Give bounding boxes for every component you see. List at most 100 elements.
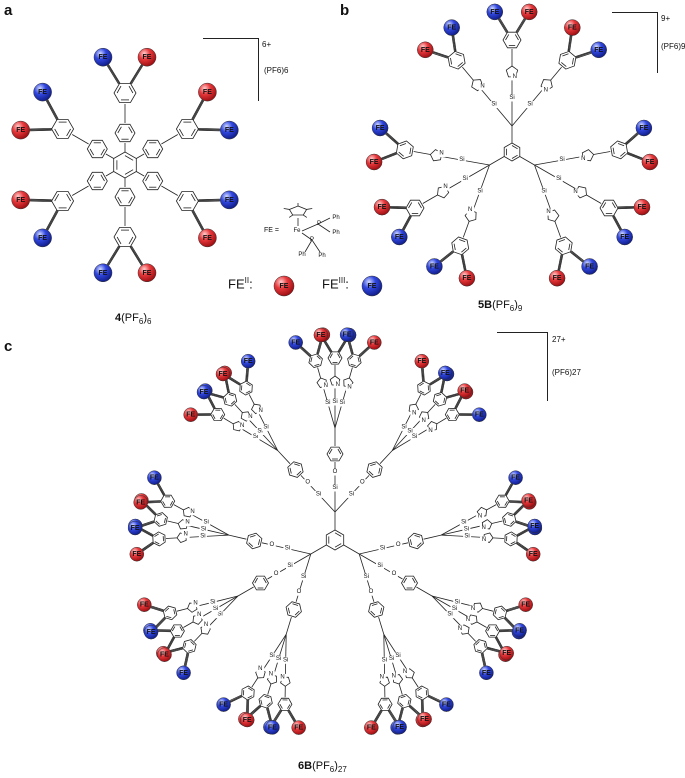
sphere-label: FE [460, 388, 469, 395]
si-label-mask [508, 94, 516, 102]
aromatic-bond [409, 539, 412, 545]
n-label: N [466, 617, 470, 623]
panel-letter-b: b [340, 2, 350, 19]
sphere-body [11, 190, 30, 210]
sphere-body [426, 258, 443, 275]
aromatic-bond [611, 202, 616, 209]
aromatic-bond [558, 239, 566, 243]
alkyne-bond [558, 254, 563, 271]
si-label: Si [276, 656, 281, 662]
fe-ii-sphere: FE [417, 711, 432, 727]
sphere-label: FE [219, 371, 228, 378]
fe-iii-sphere: FE [196, 384, 212, 400]
sphere-label: FE [594, 47, 603, 54]
alkyne-bond [229, 695, 242, 702]
aromatic-bond [316, 355, 321, 360]
alkyl-chain [465, 164, 490, 180]
alkyne-bond [184, 653, 189, 666]
aromatic-bond [398, 151, 404, 157]
alkyne-bond [339, 341, 347, 353]
benzene-ring [397, 693, 412, 709]
aromatic-bond [337, 448, 342, 455]
p-atom-label: P [317, 221, 321, 227]
alkyne-bond [428, 694, 441, 702]
n-label-mask [238, 422, 247, 430]
charge-b: 9+ [661, 14, 671, 23]
benzene-ring [162, 605, 178, 621]
si-label: Si [452, 606, 457, 612]
o-label-mask [267, 541, 276, 549]
aromatic-bond [155, 148, 161, 156]
alkyne-bond [517, 541, 529, 550]
si-label-mask [463, 533, 472, 540]
alkyne-bond [517, 18, 527, 34]
si-label: Si [389, 656, 394, 662]
si-label-mask [216, 611, 224, 619]
linker-bond [593, 151, 611, 155]
sphere-body [93, 47, 113, 67]
benzene-ring [113, 83, 137, 103]
alkyl-chain [383, 634, 385, 661]
aromatic-bond [329, 353, 333, 359]
ph-label: Ph [332, 230, 339, 236]
si-label-mask [540, 187, 548, 195]
aromatic-bond [337, 353, 341, 359]
ph-label: Ph [298, 252, 305, 258]
aromatic-bond [54, 193, 60, 202]
alkyne-bond [129, 64, 142, 84]
phenyl-ring-a [114, 187, 136, 207]
sphere-body [220, 190, 239, 210]
sphere-body [129, 546, 145, 562]
benzene-ring [558, 50, 577, 70]
sphere-label: FE [511, 475, 520, 482]
alkyne-bond [183, 652, 188, 666]
alkyne-bond [131, 65, 144, 85]
aromatic-bond [100, 148, 105, 156]
n-label: N [269, 672, 273, 678]
n-label-mask [333, 381, 342, 389]
alkyne-bond [497, 18, 507, 34]
counterion-b: (PF6)9 [661, 42, 685, 51]
n-label: N [193, 601, 197, 607]
aromatic-bond [128, 85, 134, 94]
sphere-body [176, 665, 191, 681]
sphere-body [391, 228, 408, 246]
aromatic-bond [408, 202, 413, 209]
n-label-mask [437, 150, 446, 158]
alkyne-bond [570, 251, 584, 263]
sphere-body [288, 335, 303, 350]
benzene-ring [169, 624, 185, 638]
aromatic-bond [247, 695, 253, 699]
aromatic-bond [171, 626, 176, 632]
aromatic-bond [116, 236, 122, 245]
fe-ii-sphere: FE [137, 263, 157, 283]
fe-ii-sphere: FE [239, 712, 255, 728]
sphere-body [590, 41, 607, 59]
aromatic-bond [334, 532, 342, 537]
alkyne-bond [461, 254, 466, 271]
alkyne-bond [439, 250, 453, 262]
aromatic-bond [498, 616, 504, 619]
sphere-label: FE [638, 204, 647, 211]
linker-bond [491, 520, 503, 524]
sphere-body [479, 665, 494, 681]
sphere-label: FE [225, 197, 234, 204]
fe-iii-sphere: FE [392, 719, 407, 735]
benzene-ring [485, 624, 501, 638]
alkyne-bond [45, 210, 57, 230]
si-label-mask [490, 101, 498, 109]
charge-bracket-a [203, 38, 259, 101]
sphere-body [365, 153, 383, 171]
legend-fe3: FEIII: [322, 276, 349, 292]
alkyne-bond [408, 706, 419, 716]
alkyl-chain [228, 534, 247, 540]
alkyne-bond [147, 502, 161, 504]
alkyne-bond [198, 128, 221, 131]
alkyne-bond [210, 394, 224, 399]
si-label: Si [210, 599, 215, 605]
si-label: Si [263, 424, 268, 430]
alkyne-bond [499, 17, 509, 33]
alkyne-bond [514, 505, 525, 516]
sphere-body [520, 3, 538, 21]
sphere-label: FE [367, 725, 376, 732]
